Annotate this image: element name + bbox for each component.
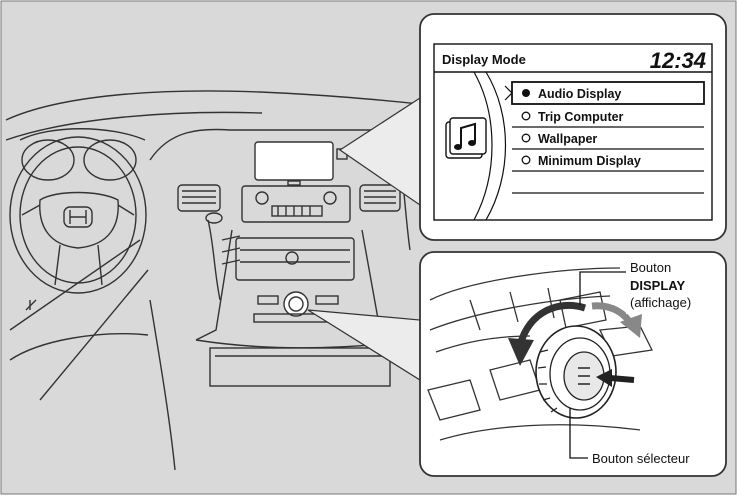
display-button-label-line3: (affichage): [630, 295, 691, 310]
menu-item-minimum-display[interactable]: Minimum Display: [521, 154, 641, 168]
menu-item-label: Minimum Display: [538, 154, 641, 168]
menu-item-wallpaper[interactable]: Wallpaper: [521, 132, 597, 146]
music-note-icon: [445, 117, 487, 159]
rotate-left-arrow: [516, 301, 587, 347]
honda-logo: [63, 206, 93, 228]
selector-knob[interactable]: [535, 325, 617, 419]
rotate-left-arrowhead-icon: [508, 338, 534, 366]
menu-item-label: Trip Computer: [538, 110, 624, 124]
radio-unselected-icon: [521, 133, 531, 143]
screen-display: [433, 43, 713, 221]
selection-pointer-icon: [504, 85, 513, 101]
menu-item-audio-display[interactable]: Audio Display: [522, 87, 621, 101]
push-arrowhead-icon: [596, 369, 612, 387]
display-button-label-line1: Bouton: [630, 260, 671, 275]
menu-item-label: Audio Display: [538, 87, 621, 101]
screen-title: Display Mode: [442, 52, 526, 67]
menu-curve: [473, 71, 493, 221]
display-button-label-bg: [626, 260, 720, 314]
push-arrow: [609, 375, 635, 383]
display-button-pointer: [579, 271, 628, 305]
display-button-label-line2: DISPLAY: [630, 278, 685, 293]
radio-selected-icon: [522, 89, 530, 97]
menu-curve-2: [485, 71, 506, 221]
selector-knob-label: Bouton sélecteur: [592, 451, 690, 466]
rotate-right-arrowhead-icon: [620, 314, 642, 338]
screen-clock: 12:34: [650, 48, 706, 73]
menu-item-trip-computer[interactable]: Trip Computer: [521, 110, 624, 124]
steering-wheel: [9, 136, 147, 294]
selector-knob-label-bg: [588, 449, 720, 467]
dashboard-drawing: [5, 90, 421, 471]
radio-unselected-icon: [521, 155, 531, 165]
dashboard-screen: [254, 141, 334, 181]
selector-knob-pointer: [569, 408, 590, 459]
radio-unselected-icon: [521, 111, 531, 121]
knob-closeup-drawing: [427, 267, 653, 441]
menu-item-label: Wallpaper: [538, 132, 597, 146]
